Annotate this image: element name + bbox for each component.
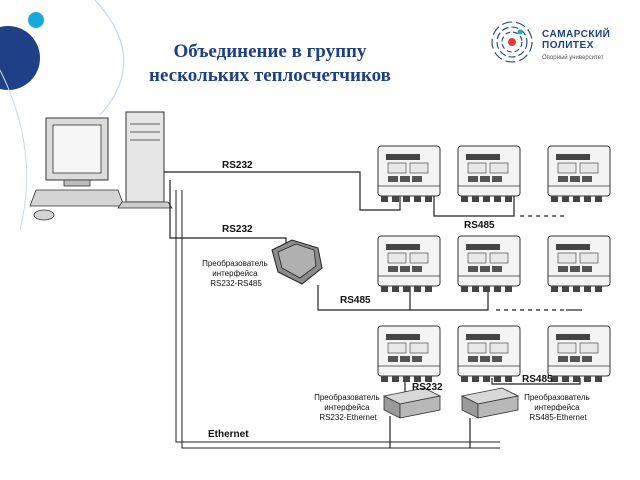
converter3-caption: Преобразователь интерфейса RS485-Etherne…: [524, 393, 592, 422]
heat-meter-r3-c2: [457, 325, 521, 383]
converter-rs485-ethernet-icon: [461, 387, 519, 419]
logo-text-line-2: ПОЛИТЕХ: [542, 40, 594, 51]
heat-meter-r1-c2: [457, 145, 521, 203]
title-line-1: Объединение в группу: [173, 41, 367, 62]
converter2-caption: Преобразователь интерфейса RS232-Etherne…: [314, 393, 382, 422]
mouse: [33, 209, 55, 221]
label-rs232-top: RS232: [222, 160, 253, 171]
wire-rs485-row2: [317, 283, 411, 311]
ethernet-bus: [175, 190, 500, 443]
heat-meter-r3-c1: [377, 325, 441, 383]
converter1-caption: Преобразователь интерфейса RS232-RS485: [202, 259, 270, 288]
ethernet-bus-outer: [181, 190, 500, 449]
logo-text-line-1: САМАРСКИЙ: [542, 29, 611, 40]
wire-rs232-mid: [169, 180, 287, 248]
label-rs232-row3: RS232: [412, 382, 443, 393]
page-title: Объединение в группу нескольких теплосче…: [120, 40, 420, 88]
heat-meter-r2-c3: [547, 235, 611, 293]
decor-large-circle: [0, 26, 40, 90]
label-rs232-mid: RS232: [222, 224, 253, 235]
monitor-stand: [63, 179, 91, 187]
title-line-2: нескольких теплосчетчиков: [149, 65, 391, 86]
wire-rs485-row1: [433, 192, 515, 217]
label-rs485-row1: RS485: [464, 220, 495, 231]
keyboard: [29, 189, 125, 207]
system-unit: [125, 111, 165, 203]
heat-meter-r2-c1: [377, 235, 441, 293]
logo-text-line-3: Опорный университет: [542, 55, 604, 61]
decor-arc: [94, 0, 125, 116]
decor-small-dot: [28, 12, 44, 28]
monitor-screen: [52, 124, 102, 174]
label-ethernet: Ethernet: [208, 429, 249, 440]
computer-icon: [29, 111, 173, 221]
heat-meter-r3-c3: [547, 325, 611, 383]
wire-rs232-top: [164, 171, 401, 211]
label-rs485-row3: RS485: [522, 374, 553, 385]
converter-rs232-rs485-icon: [271, 239, 323, 285]
heat-meter-r1-c1: [377, 145, 441, 203]
logo-emblem-icon: [491, 21, 533, 63]
heat-meter-r1-c3: [547, 145, 611, 203]
heat-meter-r2-c2: [457, 235, 521, 293]
decor-arc-left: [0, 69, 28, 231]
samara-polytech-logo: САМАРСКИЙ ПОЛИТЕХ Опорный университет: [486, 18, 626, 66]
label-rs485-row2: RS485: [340, 295, 371, 306]
system-base: [117, 201, 173, 209]
